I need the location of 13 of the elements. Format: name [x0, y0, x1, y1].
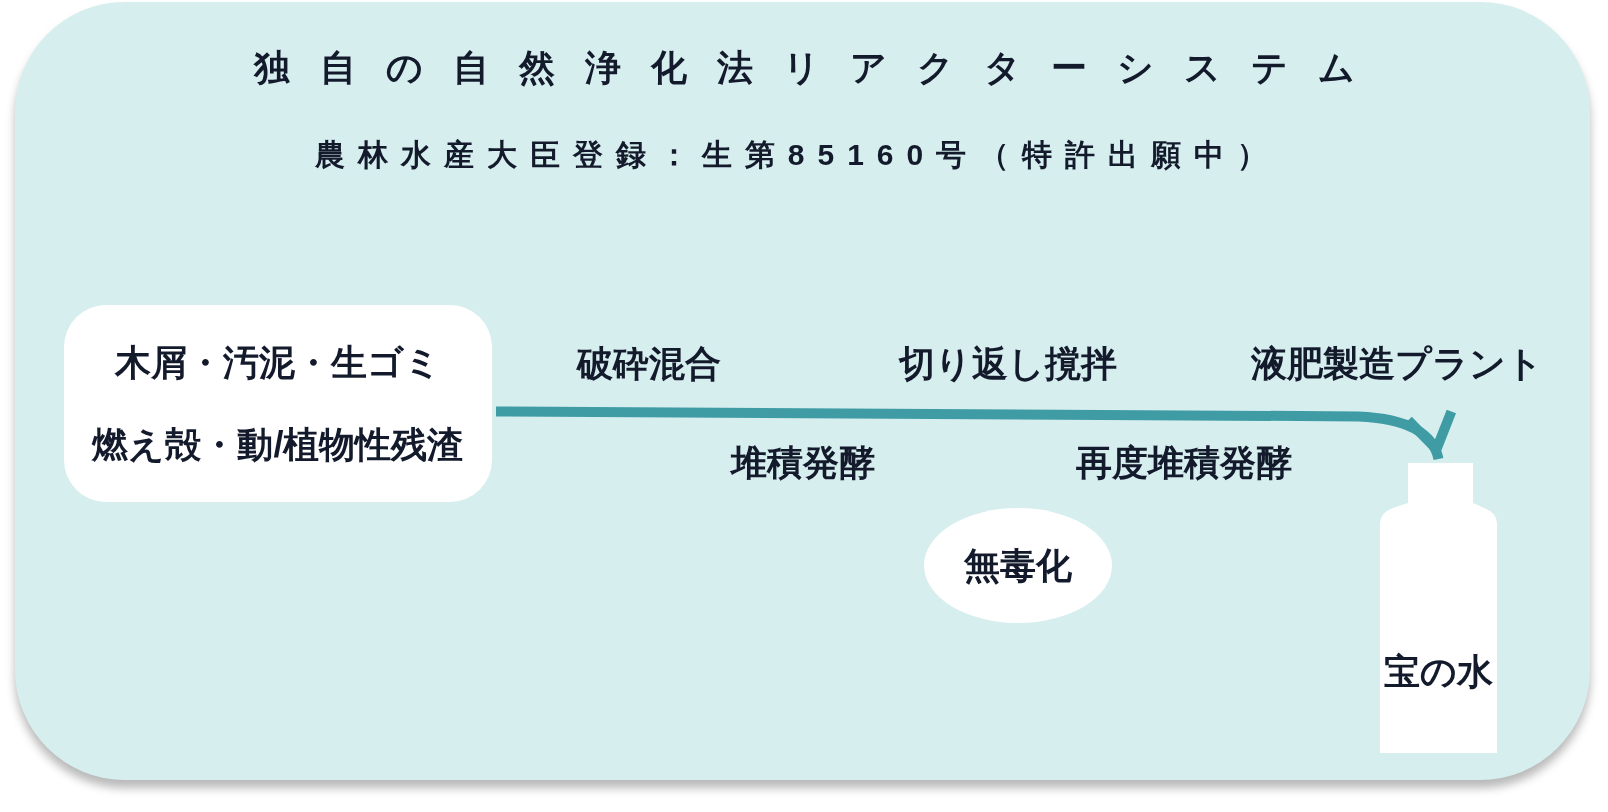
- process-text: 無毒化: [964, 543, 1072, 588]
- product-text: 宝の水: [1384, 650, 1493, 694]
- subtitle: 農林水産大臣登録：生第85160号（特許出願中）: [313, 137, 1281, 173]
- flow-arrow: [495, 405, 1453, 461]
- step-label: 液肥製造プラント: [1251, 342, 1543, 386]
- step-label: 破砕混合: [577, 342, 721, 386]
- material-text: 木屑・汚泥・生ゴミ: [115, 340, 441, 385]
- material-card: [64, 305, 492, 502]
- step-label: 堆積発酵: [731, 441, 875, 485]
- step-label: 再度堆積発酵: [1076, 441, 1292, 485]
- material-text: 燃え殻・動/植物性残渣: [92, 422, 464, 467]
- title: 独自の自然浄化法リアクターシステム: [252, 46, 1385, 90]
- step-label: 切り返し撹拌: [899, 342, 1117, 386]
